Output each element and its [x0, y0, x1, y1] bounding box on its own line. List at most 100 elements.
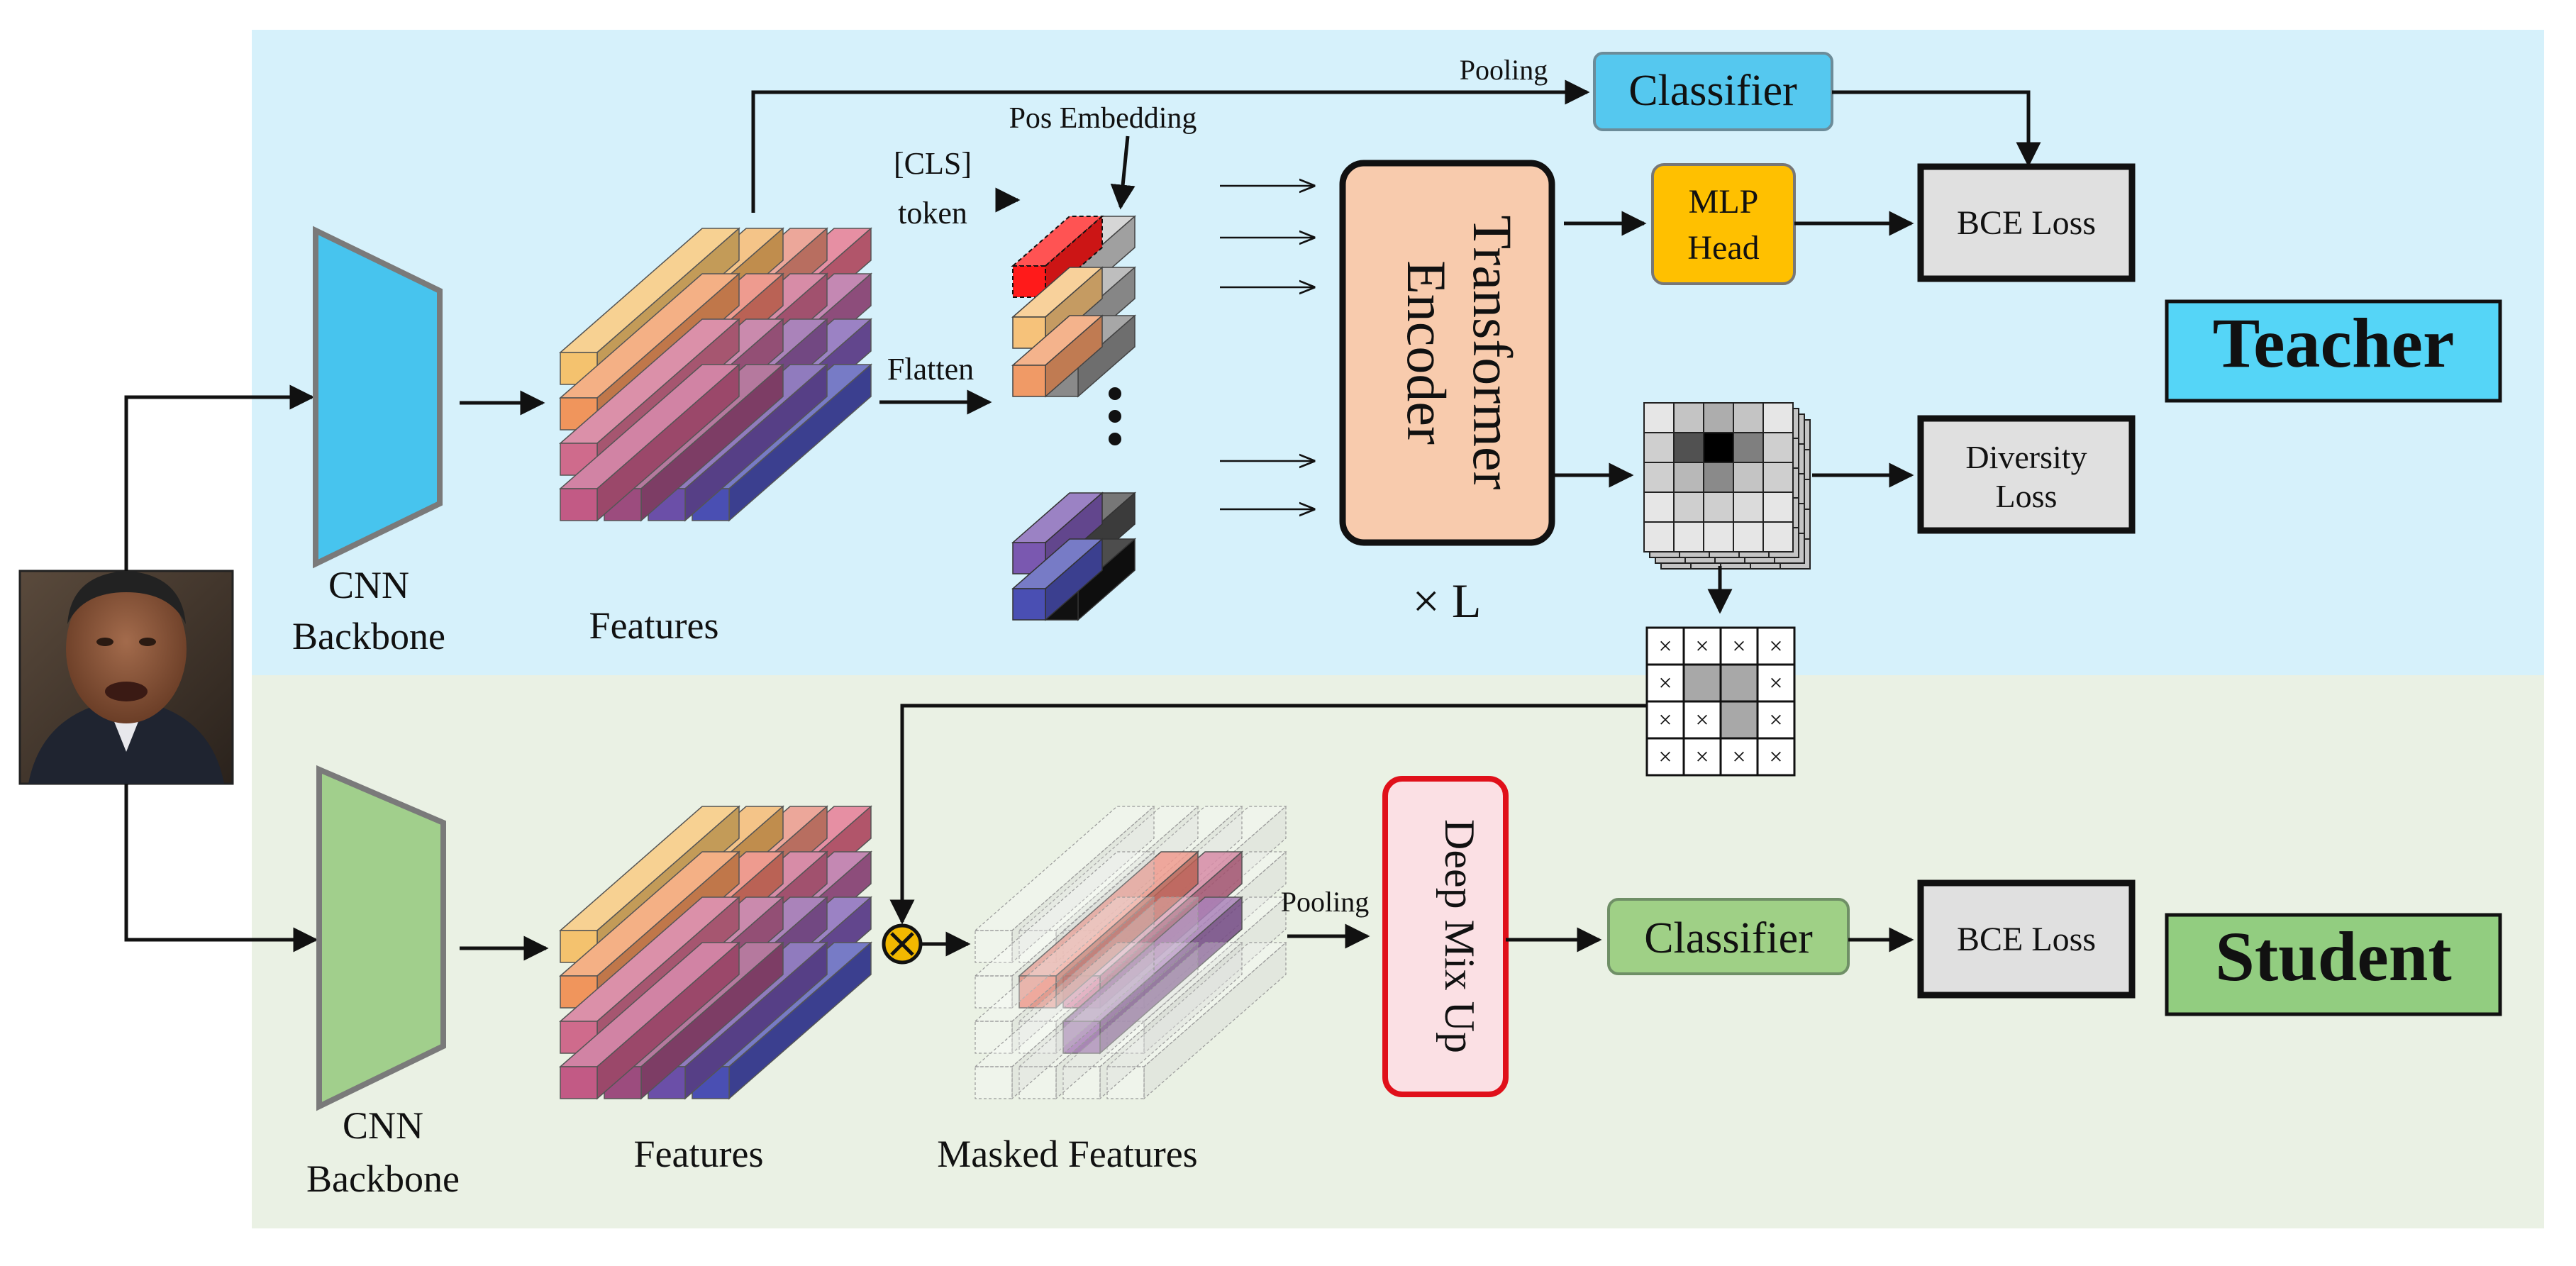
- student-features-label: Features: [634, 1133, 764, 1175]
- cls-token-label-2: token: [898, 196, 967, 231]
- masked-feature-cube: [974, 805, 1287, 1100]
- attention-map: [1643, 402, 1794, 553]
- diversity-loss-box: [1917, 415, 2136, 534]
- input-to-student-arrow: [124, 784, 318, 953]
- masked-cell: ×: [1682, 626, 1722, 666]
- mlp-head-label-2: Head: [1687, 229, 1759, 267]
- masked-cell: ×: [1645, 737, 1685, 777]
- feature-bar: [974, 896, 1155, 1055]
- feature-bar: [1062, 896, 1243, 1055]
- ellipsis-dot: [1109, 410, 1121, 423]
- mask-symbol: ×: [1769, 707, 1782, 733]
- teacher-classifier-label: Classifier: [1628, 67, 1797, 115]
- teacher-backbone-label-2: Backbone: [292, 615, 445, 657]
- masked-cell: ×: [1719, 626, 1759, 666]
- transformer-encoder-box: [1339, 160, 1555, 546]
- mask-symbol: ×: [1658, 744, 1672, 770]
- deep-mix-up-box: [1382, 776, 1509, 1097]
- cls-token-label-1: [CLS]: [894, 146, 972, 181]
- masked-cell: ×: [1682, 700, 1722, 740]
- attention-map-stack: [1643, 402, 1811, 570]
- student-label: Student: [2215, 917, 2451, 996]
- student-pooling-label: Pooling: [1281, 886, 1369, 918]
- mask-symbol: ×: [1695, 707, 1709, 733]
- teacher-features-label: Features: [589, 604, 719, 647]
- mask-symbol: ×: [1769, 670, 1782, 696]
- feature-bar: [559, 941, 740, 1100]
- pos-embedding-arrow: [1110, 135, 1136, 210]
- mask-symbol: ×: [1658, 670, 1672, 696]
- student-feature-cube: [559, 805, 872, 1100]
- token-embedding: [1011, 314, 1104, 398]
- teacher-label: Teacher: [2213, 304, 2455, 382]
- flatten-label: Flatten: [887, 352, 974, 387]
- mask-symbol: ×: [1732, 744, 1745, 770]
- mask-symbol: ×: [1695, 744, 1709, 770]
- feature-bar: [974, 805, 1155, 964]
- diversity-loss-label-1: Diversity: [1965, 439, 2087, 475]
- pos-embedding-label: Pos Embedding: [1009, 102, 1197, 135]
- mask-symbol: ×: [1769, 744, 1782, 770]
- masked-cell: ×: [1719, 737, 1759, 777]
- student-cnn-backbone: [316, 765, 446, 1111]
- diversity-loss-label-2: Loss: [1996, 478, 2058, 514]
- feature-bar: [974, 941, 1155, 1100]
- teacher-label-box: [2165, 299, 2502, 403]
- pooling-arrow: [751, 79, 1590, 213]
- student-bce-loss-label: BCE Loss: [1957, 921, 2096, 958]
- feature-bar: [559, 363, 740, 522]
- masked-cell: ×: [1756, 700, 1796, 740]
- masked-cell: ×: [1756, 737, 1796, 777]
- input-to-teacher-arrow: [124, 384, 315, 571]
- teacher-feature-cube: [559, 227, 872, 522]
- masked-cell: ×: [1645, 663, 1685, 703]
- feature-bar: [1018, 850, 1199, 1009]
- teacher-bce-loss-label: BCE Loss: [1957, 204, 2096, 242]
- masked-cell: ×: [1645, 626, 1685, 666]
- teacher-bce-loss-box: [1917, 163, 2136, 282]
- student-classifier-label: Classifier: [1644, 914, 1813, 962]
- mask-grid: × × × × × × × × × × × × ×: [1645, 626, 1796, 777]
- classifier-to-bce-arrow: [1832, 90, 2041, 167]
- multiply-circle-icon: [882, 923, 923, 965]
- mlp-head-label-1: MLP: [1689, 183, 1759, 221]
- times-l-label: × L: [1413, 574, 1482, 628]
- feature-bar: [1062, 941, 1243, 1100]
- student-classifier-box: [1607, 898, 1850, 975]
- masked-features-label: Masked Features: [937, 1133, 1197, 1175]
- student-bce-loss-box: [1917, 879, 2136, 999]
- kept-cell: [1719, 700, 1759, 740]
- masked-cell: ×: [1756, 663, 1796, 703]
- ellipsis-dot: [1109, 433, 1121, 445]
- masked-cell: ×: [1756, 626, 1796, 666]
- student-label-box: [2165, 913, 2502, 1016]
- kept-cell: [1719, 663, 1759, 703]
- student-backbone-label-1: CNN: [343, 1104, 423, 1147]
- teacher-pooling-label: Pooling: [1460, 54, 1548, 86]
- student-backbone-label-2: Backbone: [306, 1157, 460, 1200]
- mask-symbol: ×: [1695, 633, 1709, 660]
- kept-cell: [1682, 663, 1722, 703]
- masked-cell: ×: [1645, 700, 1685, 740]
- feature-bar: [1106, 941, 1287, 1100]
- masked-cell: ×: [1682, 737, 1722, 777]
- token-sequence: [1011, 214, 1136, 621]
- mask-symbol: ×: [1769, 633, 1782, 660]
- mask-symbol: ×: [1658, 633, 1672, 660]
- token-embedding: [1011, 538, 1104, 621]
- feature-bar: [1018, 941, 1199, 1100]
- teacher-backbone-label-1: CNN: [328, 564, 409, 606]
- teacher-cnn-backbone: [313, 226, 443, 569]
- mask-symbol: ×: [1732, 633, 1745, 660]
- mask-symbol: ×: [1658, 707, 1672, 733]
- mask-to-multiply-arrow: [889, 704, 1647, 925]
- transformer-label-2: Encoder: [1396, 260, 1458, 445]
- transformer-label-1: Transformer: [1462, 215, 1523, 489]
- token-to-encoder-arrows: [1220, 186, 1314, 509]
- feature-bar: [974, 850, 1155, 1009]
- face-photo-icon: [18, 570, 234, 785]
- ellipsis-dot: [1109, 387, 1121, 400]
- feature-bar: [1018, 896, 1199, 1055]
